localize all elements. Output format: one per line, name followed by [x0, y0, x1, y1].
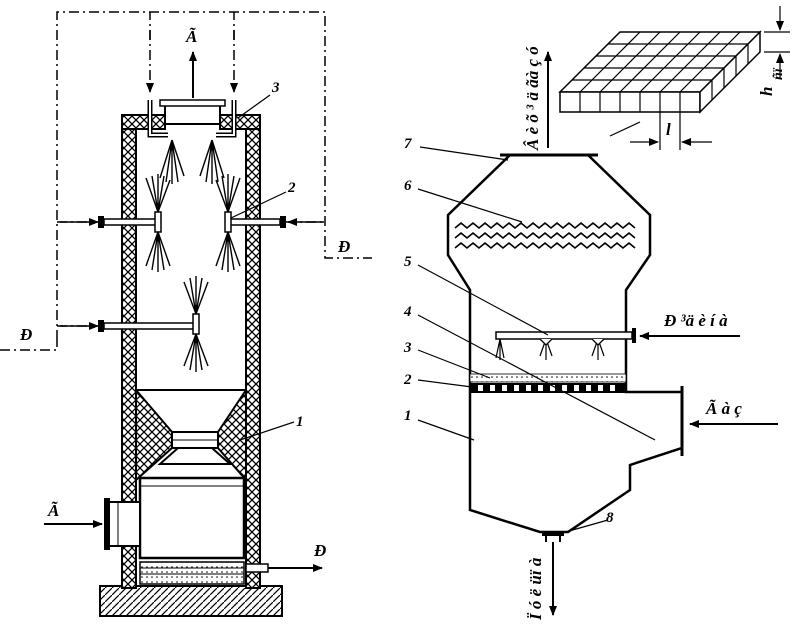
left-gas-in-label: Ã [47, 501, 59, 520]
grid-height-subscript: ñï [771, 67, 786, 80]
liquid-feed-lines [0, 11, 372, 351]
left-callout-3: 3 [271, 80, 280, 96]
vessel-outline [446, 154, 684, 534]
lower-chamber [138, 476, 246, 560]
foam-layer [469, 373, 627, 383]
grid-height-label: h [757, 87, 776, 96]
left-liquid-feed-label-left: Ð [19, 325, 32, 344]
left-gas-out-label: Ã [185, 27, 197, 46]
gas-outlet-nozzle [164, 103, 221, 125]
bottom-liquid [139, 561, 245, 585]
right-sludge-out-label: Ï ó ë üï à [526, 557, 545, 621]
grid-plate [470, 383, 626, 393]
right-callout-8: 8 [606, 510, 614, 526]
right-gas-in-label: Ã à ç [705, 399, 742, 418]
top-wall-insulation-left [121, 114, 166, 130]
right-callout-2: 2 [403, 372, 412, 388]
left-callout-1: 1 [296, 414, 304, 430]
right-callout-7: 7 [404, 136, 412, 152]
right-callout-5: 5 [404, 254, 412, 270]
right-callout-4: 4 [403, 304, 412, 320]
left-spray-scrubber [0, 11, 372, 617]
right-callout-3: 3 [403, 340, 412, 356]
right-callout-1: 1 [404, 408, 412, 424]
demister-zigzag [454, 221, 636, 250]
grid-detail-inset [558, 30, 762, 114]
liquid-out-pipe [245, 563, 269, 573]
grid-dimension-lines [609, 6, 790, 150]
right-grid-scrubber [417, 6, 790, 616]
cone-insulation-right [217, 386, 247, 483]
ground-base [99, 585, 283, 617]
cone-insulation-left [135, 387, 173, 483]
grid-plate-holes [478, 385, 615, 391]
left-liquid-out-label: Ð [313, 541, 326, 560]
grid-pitch-label: l [666, 120, 671, 139]
left-liquid-feed-label-right: Ð [337, 237, 350, 256]
right-callout-6: 6 [404, 178, 412, 194]
spray-header-pipe [495, 331, 633, 340]
spray-nozzles [495, 338, 605, 360]
spray-fans [145, 139, 241, 372]
right-wall-insulation [245, 114, 261, 589]
gas-inlet-nozzle [107, 501, 141, 547]
right-liquid-in-label: Ð ³ä è í à [663, 311, 728, 330]
left-callout-2: 2 [287, 180, 296, 196]
right-gas-out-label: Â è õ ³ ä ãà ç ó [523, 46, 542, 151]
sludge-outlet [542, 532, 564, 536]
